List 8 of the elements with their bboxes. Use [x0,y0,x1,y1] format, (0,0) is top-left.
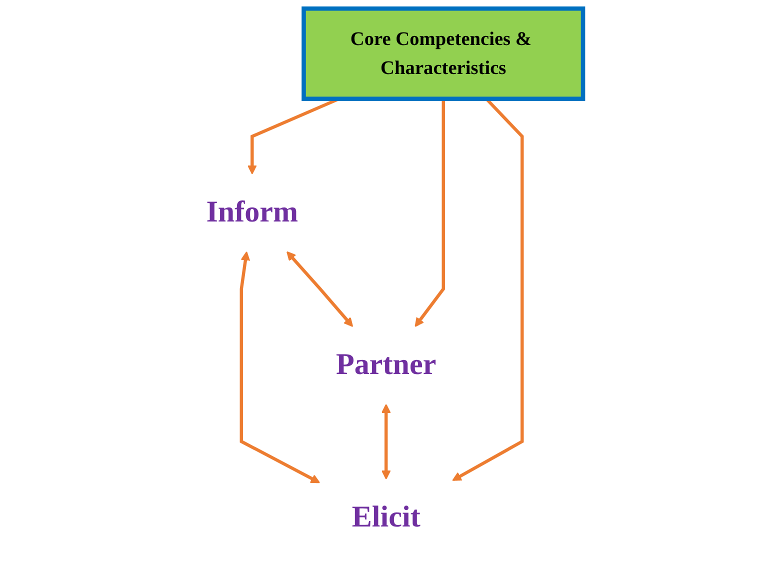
arrow [286,251,354,327]
node-text: Partner [336,348,436,382]
node-box: Core Competencies & Characteristics [302,6,586,101]
arrow [414,98,445,327]
arrow [240,251,320,484]
node-text: Inform [206,195,298,229]
arrow [381,404,391,480]
node-text: Elicit [352,500,420,534]
